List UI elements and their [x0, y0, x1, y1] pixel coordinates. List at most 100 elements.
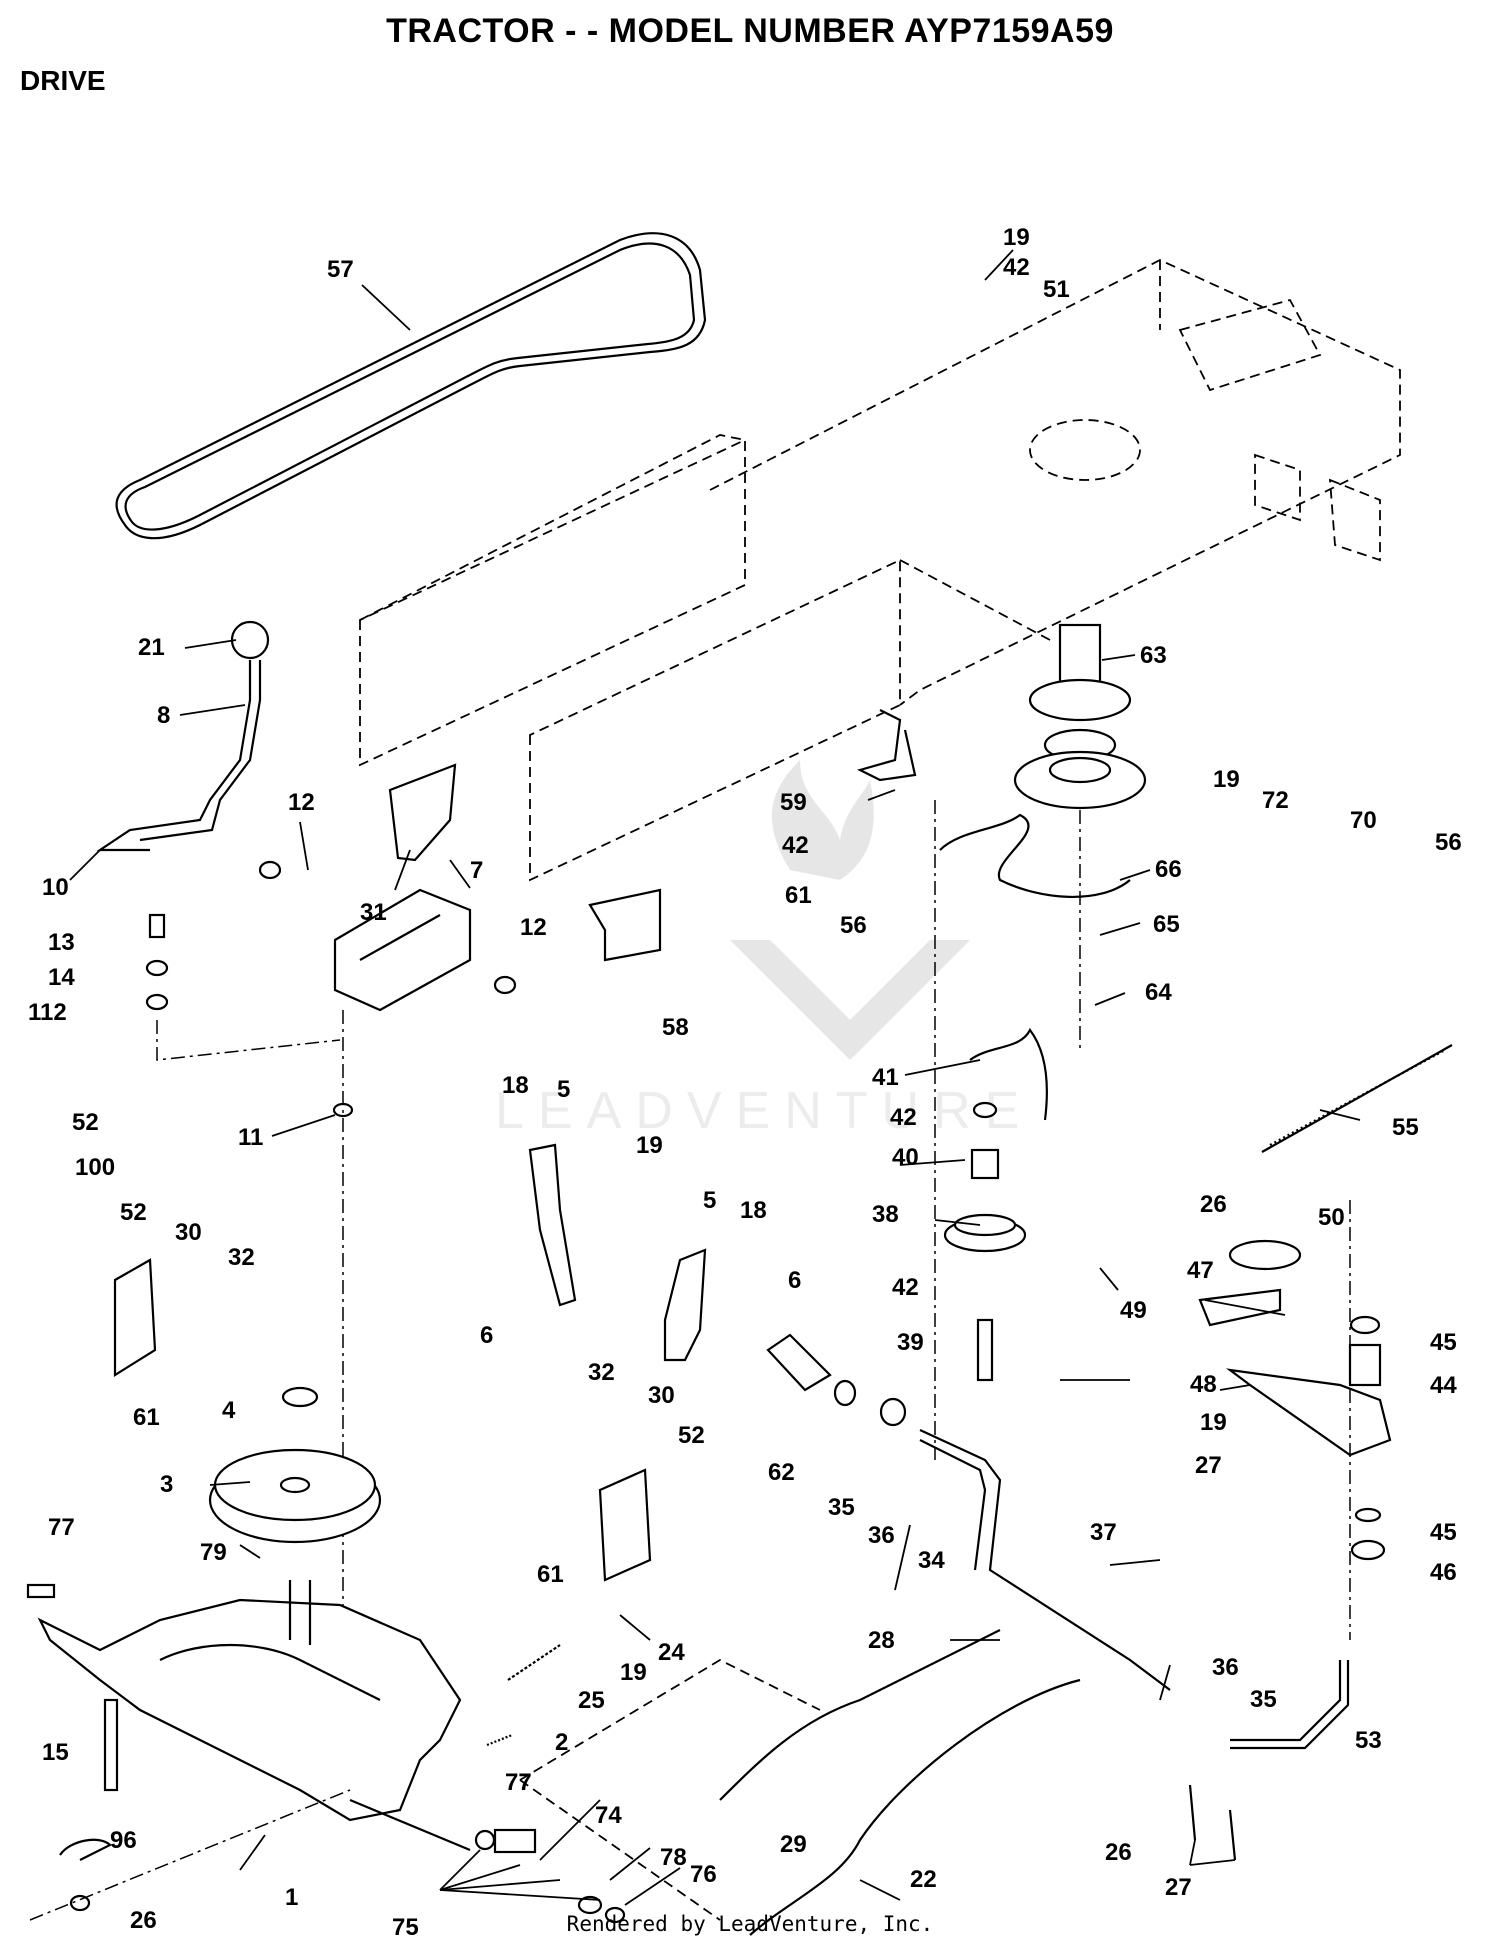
callout-56b: 56: [840, 912, 867, 939]
callout-19e: 19: [620, 1659, 647, 1686]
callout-100: 100: [75, 1154, 115, 1181]
shift-bracket: [333, 888, 472, 1012]
spring-2: [486, 1733, 513, 1747]
rod-34b: [919, 1439, 987, 1571]
callout-26c: 26: [130, 1907, 157, 1934]
callout-34: 34: [918, 1547, 945, 1574]
callout-12b: 12: [520, 914, 547, 941]
callout-57: 57: [327, 256, 354, 283]
callout-37: 37: [1090, 1519, 1117, 1546]
callout-41: 41: [872, 1064, 899, 1091]
callout-labels: 57 19 42 51 21 8 10 12 31 7 13 14 112 12…: [28, 224, 1462, 1941]
callout-26b: 26: [1105, 1839, 1132, 1866]
callout-48: 48: [1190, 1371, 1217, 1398]
bracket-5b: [663, 1248, 707, 1362]
callout-39: 39: [897, 1329, 924, 1356]
callout-27: 27: [1195, 1452, 1222, 1479]
callout-78: 78: [660, 1844, 687, 1871]
callout-22: 22: [910, 1866, 937, 1893]
watermark-text: LEADVENTURE: [495, 1082, 1033, 1140]
drive-belt: [115, 232, 707, 540]
bracket-30b: [598, 1468, 652, 1582]
callout-10: 10: [42, 874, 69, 901]
callout-52c: 52: [678, 1422, 705, 1449]
callout-5: 5: [557, 1076, 570, 1103]
callout-19c: 19: [636, 1132, 663, 1159]
callout-27b: 27: [1165, 1874, 1192, 1901]
callout-42d: 42: [892, 1274, 919, 1301]
callout-36: 36: [868, 1522, 895, 1549]
callout-32: 32: [228, 1244, 255, 1271]
shift-lever: [96, 620, 270, 852]
idler-pulley-38: [943, 1027, 1048, 1382]
callout-11: 11: [238, 1124, 263, 1151]
washer-78: [577, 1895, 603, 1915]
bolt-15: [103, 1698, 119, 1792]
callout-53: 53: [1355, 1727, 1382, 1754]
bracket-30a: [113, 1258, 157, 1377]
washer-75a: [474, 1829, 496, 1851]
washer-76: [604, 1906, 626, 1924]
rod-22: [749, 1678, 1081, 1936]
callout-50: 50: [1318, 1204, 1345, 1231]
washer-35a: [833, 1379, 857, 1407]
callout-25: 25: [578, 1687, 605, 1714]
bracket-5a: [528, 1143, 577, 1307]
callout-13: 13: [48, 929, 75, 956]
callout-65: 65: [1153, 911, 1180, 938]
callout-29: 29: [780, 1831, 807, 1858]
callout-45: 45: [1430, 1329, 1457, 1356]
callout-75: 75: [392, 1914, 419, 1941]
watermark: LEADVENTURE: [495, 760, 1033, 1140]
callout-30b: 30: [648, 1382, 675, 1409]
spacer-74: [493, 1828, 537, 1854]
callout-96: 96: [110, 1827, 137, 1854]
washer-12a: [258, 860, 282, 880]
callout-19: 19: [1003, 224, 1030, 251]
callout-61: 61: [785, 882, 812, 909]
callout-59: 59: [780, 789, 807, 816]
spring-59: [856, 709, 917, 782]
diagram-title: TRACTOR - - MODEL NUMBER AYP7159A59: [386, 12, 1114, 50]
axis-trans: [29, 1789, 351, 1921]
spring-55-body: [1261, 1044, 1453, 1153]
hardware-13-14-112: [145, 913, 354, 1660]
section-label: DRIVE: [20, 65, 106, 96]
pin-27: [1188, 1784, 1237, 1861]
callout-52: 52: [72, 1109, 99, 1136]
callout-6b: 6: [788, 1267, 801, 1294]
tractor-frame: [359, 259, 1401, 882]
callout-42b: 42: [782, 832, 809, 859]
washer-26: [69, 1894, 91, 1912]
callout-79: 79: [200, 1539, 227, 1566]
dash-boundary: [519, 1658, 821, 1921]
footer-credit: Rendered by LeadVenture, Inc.: [566, 1912, 934, 1936]
callout-2: 2: [555, 1729, 568, 1756]
callout-49: 49: [1120, 1297, 1147, 1324]
rod-34: [919, 1429, 1171, 1691]
callout-18b: 18: [740, 1197, 767, 1224]
callout-30: 30: [175, 1219, 202, 1246]
callout-24: 24: [658, 1639, 685, 1666]
callout-32b: 32: [588, 1359, 615, 1386]
callout-77b: 77: [505, 1769, 532, 1796]
callout-51: 51: [1043, 276, 1070, 303]
callout-40: 40: [892, 1144, 919, 1171]
callout-4: 4: [222, 1397, 236, 1424]
washer-12b: [493, 975, 517, 995]
idler-arm-48: [1198, 1239, 1392, 1457]
callout-46: 46: [1430, 1559, 1457, 1586]
callout-56: 56: [1435, 829, 1462, 856]
callout-58: 58: [662, 1014, 689, 1041]
callout-70: 70: [1350, 807, 1377, 834]
callout-42c: 42: [890, 1104, 917, 1131]
callout-15: 15: [42, 1739, 69, 1766]
callout-72: 72: [1262, 787, 1289, 814]
callout-5b: 5: [703, 1187, 716, 1214]
callout-61b: 61: [133, 1404, 160, 1431]
transaxle-1: [26, 1580, 471, 1852]
callout-19b: 19: [1213, 766, 1240, 793]
callout-26: 26: [1200, 1191, 1227, 1218]
callout-47: 47: [1187, 1257, 1214, 1284]
